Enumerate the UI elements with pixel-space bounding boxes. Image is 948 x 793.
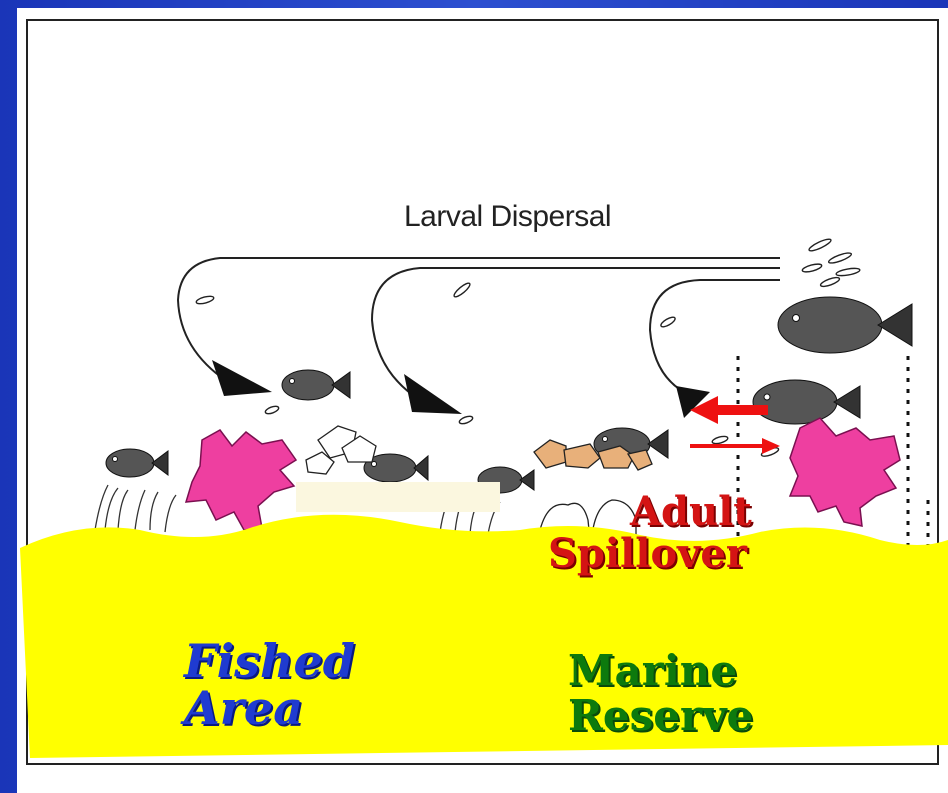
- fish-icon: [282, 370, 350, 400]
- larva-icon: [836, 267, 861, 277]
- adult-spillover-line-1: Adult: [548, 491, 752, 533]
- fish-icon: [106, 449, 168, 477]
- dispersal-curve-mid: [372, 268, 780, 400]
- larva-icon: [196, 295, 215, 305]
- larvae: [196, 237, 861, 458]
- fished-area-line-1: Fished: [184, 638, 355, 685]
- adult-spillover-label: Adult Spillover: [548, 491, 752, 575]
- cream-patch: [296, 482, 500, 512]
- sand-seafloor: [20, 515, 948, 758]
- fish-icon: [778, 297, 912, 353]
- marine-reserve-line-1: Marine: [568, 648, 753, 693]
- larva-icon: [458, 415, 473, 425]
- larva-icon: [452, 281, 471, 298]
- marine-reserve-label: Marine Reserve: [568, 648, 753, 739]
- larva-icon: [808, 237, 832, 253]
- larva-icon: [660, 315, 677, 328]
- dispersal-curve-far: [178, 258, 780, 382]
- coral-icon: [186, 430, 296, 530]
- marine-reserve-line-2: Reserve: [568, 693, 753, 738]
- coral-icon: [790, 418, 900, 526]
- fished-area-label: Fished Area: [184, 638, 355, 732]
- arrow-icon: [212, 360, 272, 396]
- larva-icon: [711, 435, 728, 445]
- larval-dispersal-curves: [178, 258, 780, 400]
- rock-icon: [534, 440, 566, 468]
- pink-corals: [186, 418, 900, 530]
- fished-area-line-2: Area: [184, 685, 355, 732]
- arrow-icon: [690, 438, 780, 454]
- fish-icon: [753, 380, 860, 424]
- arrow-icon: [404, 374, 462, 414]
- rock-icon: [628, 450, 652, 470]
- larva-icon: [802, 263, 823, 274]
- dispersal-curve-near: [650, 280, 780, 396]
- larva-icon: [828, 251, 853, 265]
- larva-icon: [820, 276, 841, 288]
- larva-icon: [264, 405, 279, 415]
- larval-dispersal-title: Larval Dispersal: [404, 200, 611, 234]
- adult-spillover-line-2: Spillover: [548, 533, 752, 575]
